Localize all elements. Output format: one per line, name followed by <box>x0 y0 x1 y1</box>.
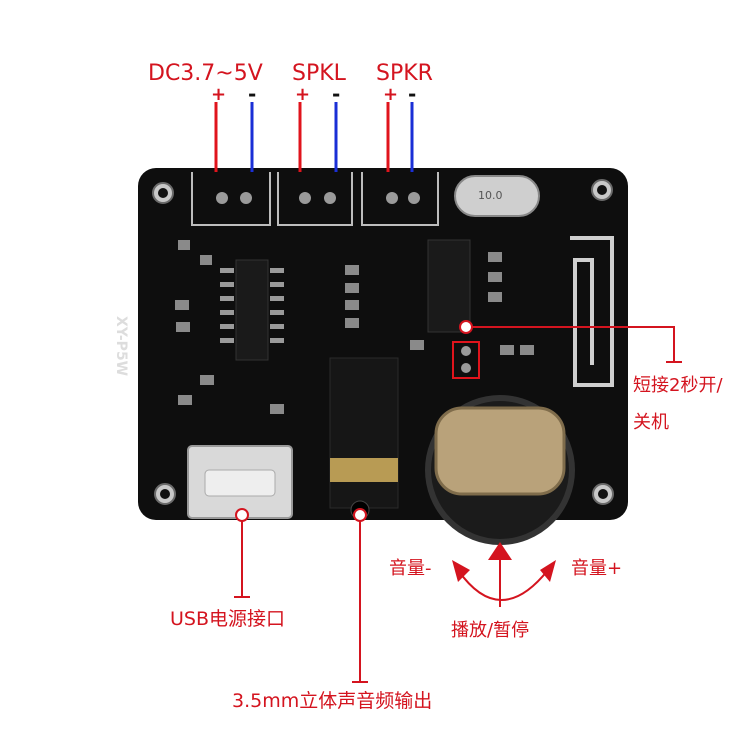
power-note-line2: 关机 <box>633 412 669 433</box>
volume-down-label: 音量- <box>389 558 432 579</box>
dc-plus: + <box>211 84 227 105</box>
crystal-marking: 10.0 <box>478 189 503 202</box>
dc-input-label: DC3.7~5V <box>148 61 263 86</box>
spkr-label: SPKR <box>376 61 433 86</box>
spkl-plus: + <box>295 84 311 105</box>
wires <box>214 102 414 172</box>
annotation-lines <box>234 326 682 683</box>
power-note-line1: 短接2秒开/ <box>633 375 723 396</box>
volume-up-label: 音量+ <box>571 558 623 579</box>
power-pads-highlight <box>452 341 480 379</box>
spkl-label: SPKL <box>292 61 346 86</box>
usb-label: USB电源接口 <box>170 608 286 630</box>
arrow-heads <box>452 542 556 582</box>
play-pause-label: 播放/暂停 <box>451 620 530 641</box>
audio-out-label: 3.5mm立体声音频输出 <box>232 690 433 712</box>
model-silkscreen: XY-P5W <box>113 316 129 377</box>
audio-jack <box>329 357 399 509</box>
terminal-pads <box>216 192 420 204</box>
crystal-oscillator <box>454 175 540 217</box>
mounting-holes <box>152 179 614 505</box>
encoder-cap <box>434 406 566 496</box>
pcb-antenna <box>570 236 614 387</box>
terminal-blocks <box>191 172 439 226</box>
dc-minus: - <box>248 82 257 106</box>
bluetooth-chip <box>427 239 471 333</box>
smd-components <box>175 240 534 414</box>
spkr-minus: - <box>408 82 417 106</box>
amplifier-chip <box>235 259 269 361</box>
spkr-plus: + <box>383 84 399 105</box>
spkl-minus: - <box>332 82 341 106</box>
chip-pins <box>220 268 284 343</box>
